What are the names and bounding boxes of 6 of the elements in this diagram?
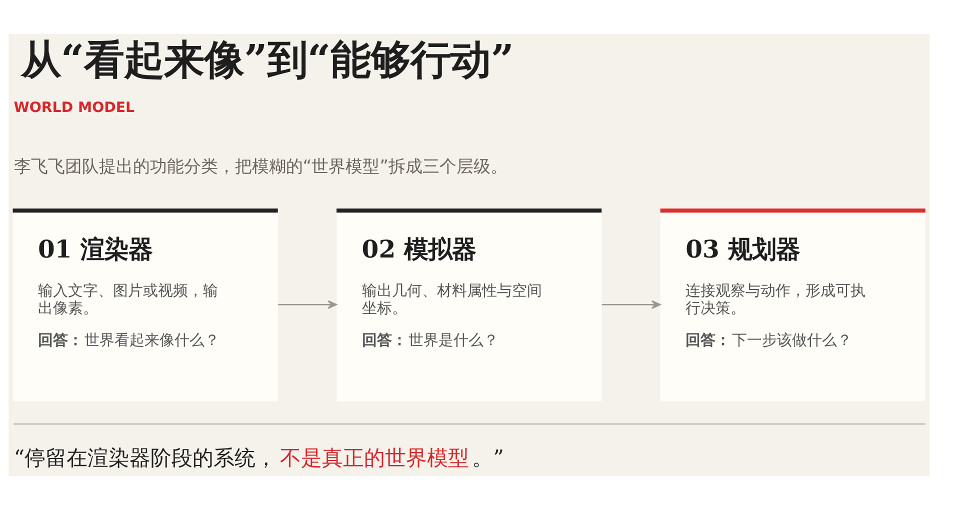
arrow	[602, 300, 661, 308]
label: “停留在渲染器阶段的系统，不是真正的世界模型。”	[14, 445, 504, 470]
label: 李飞飞团队提出的功能分类，把模糊的“世界模型”拆成三个层级。	[14, 156, 508, 177]
arrow	[278, 300, 337, 308]
label: WORLD MODEL	[14, 100, 135, 116]
diagram-title: 从“看起来像”到“能够行动”	[20, 34, 514, 83]
